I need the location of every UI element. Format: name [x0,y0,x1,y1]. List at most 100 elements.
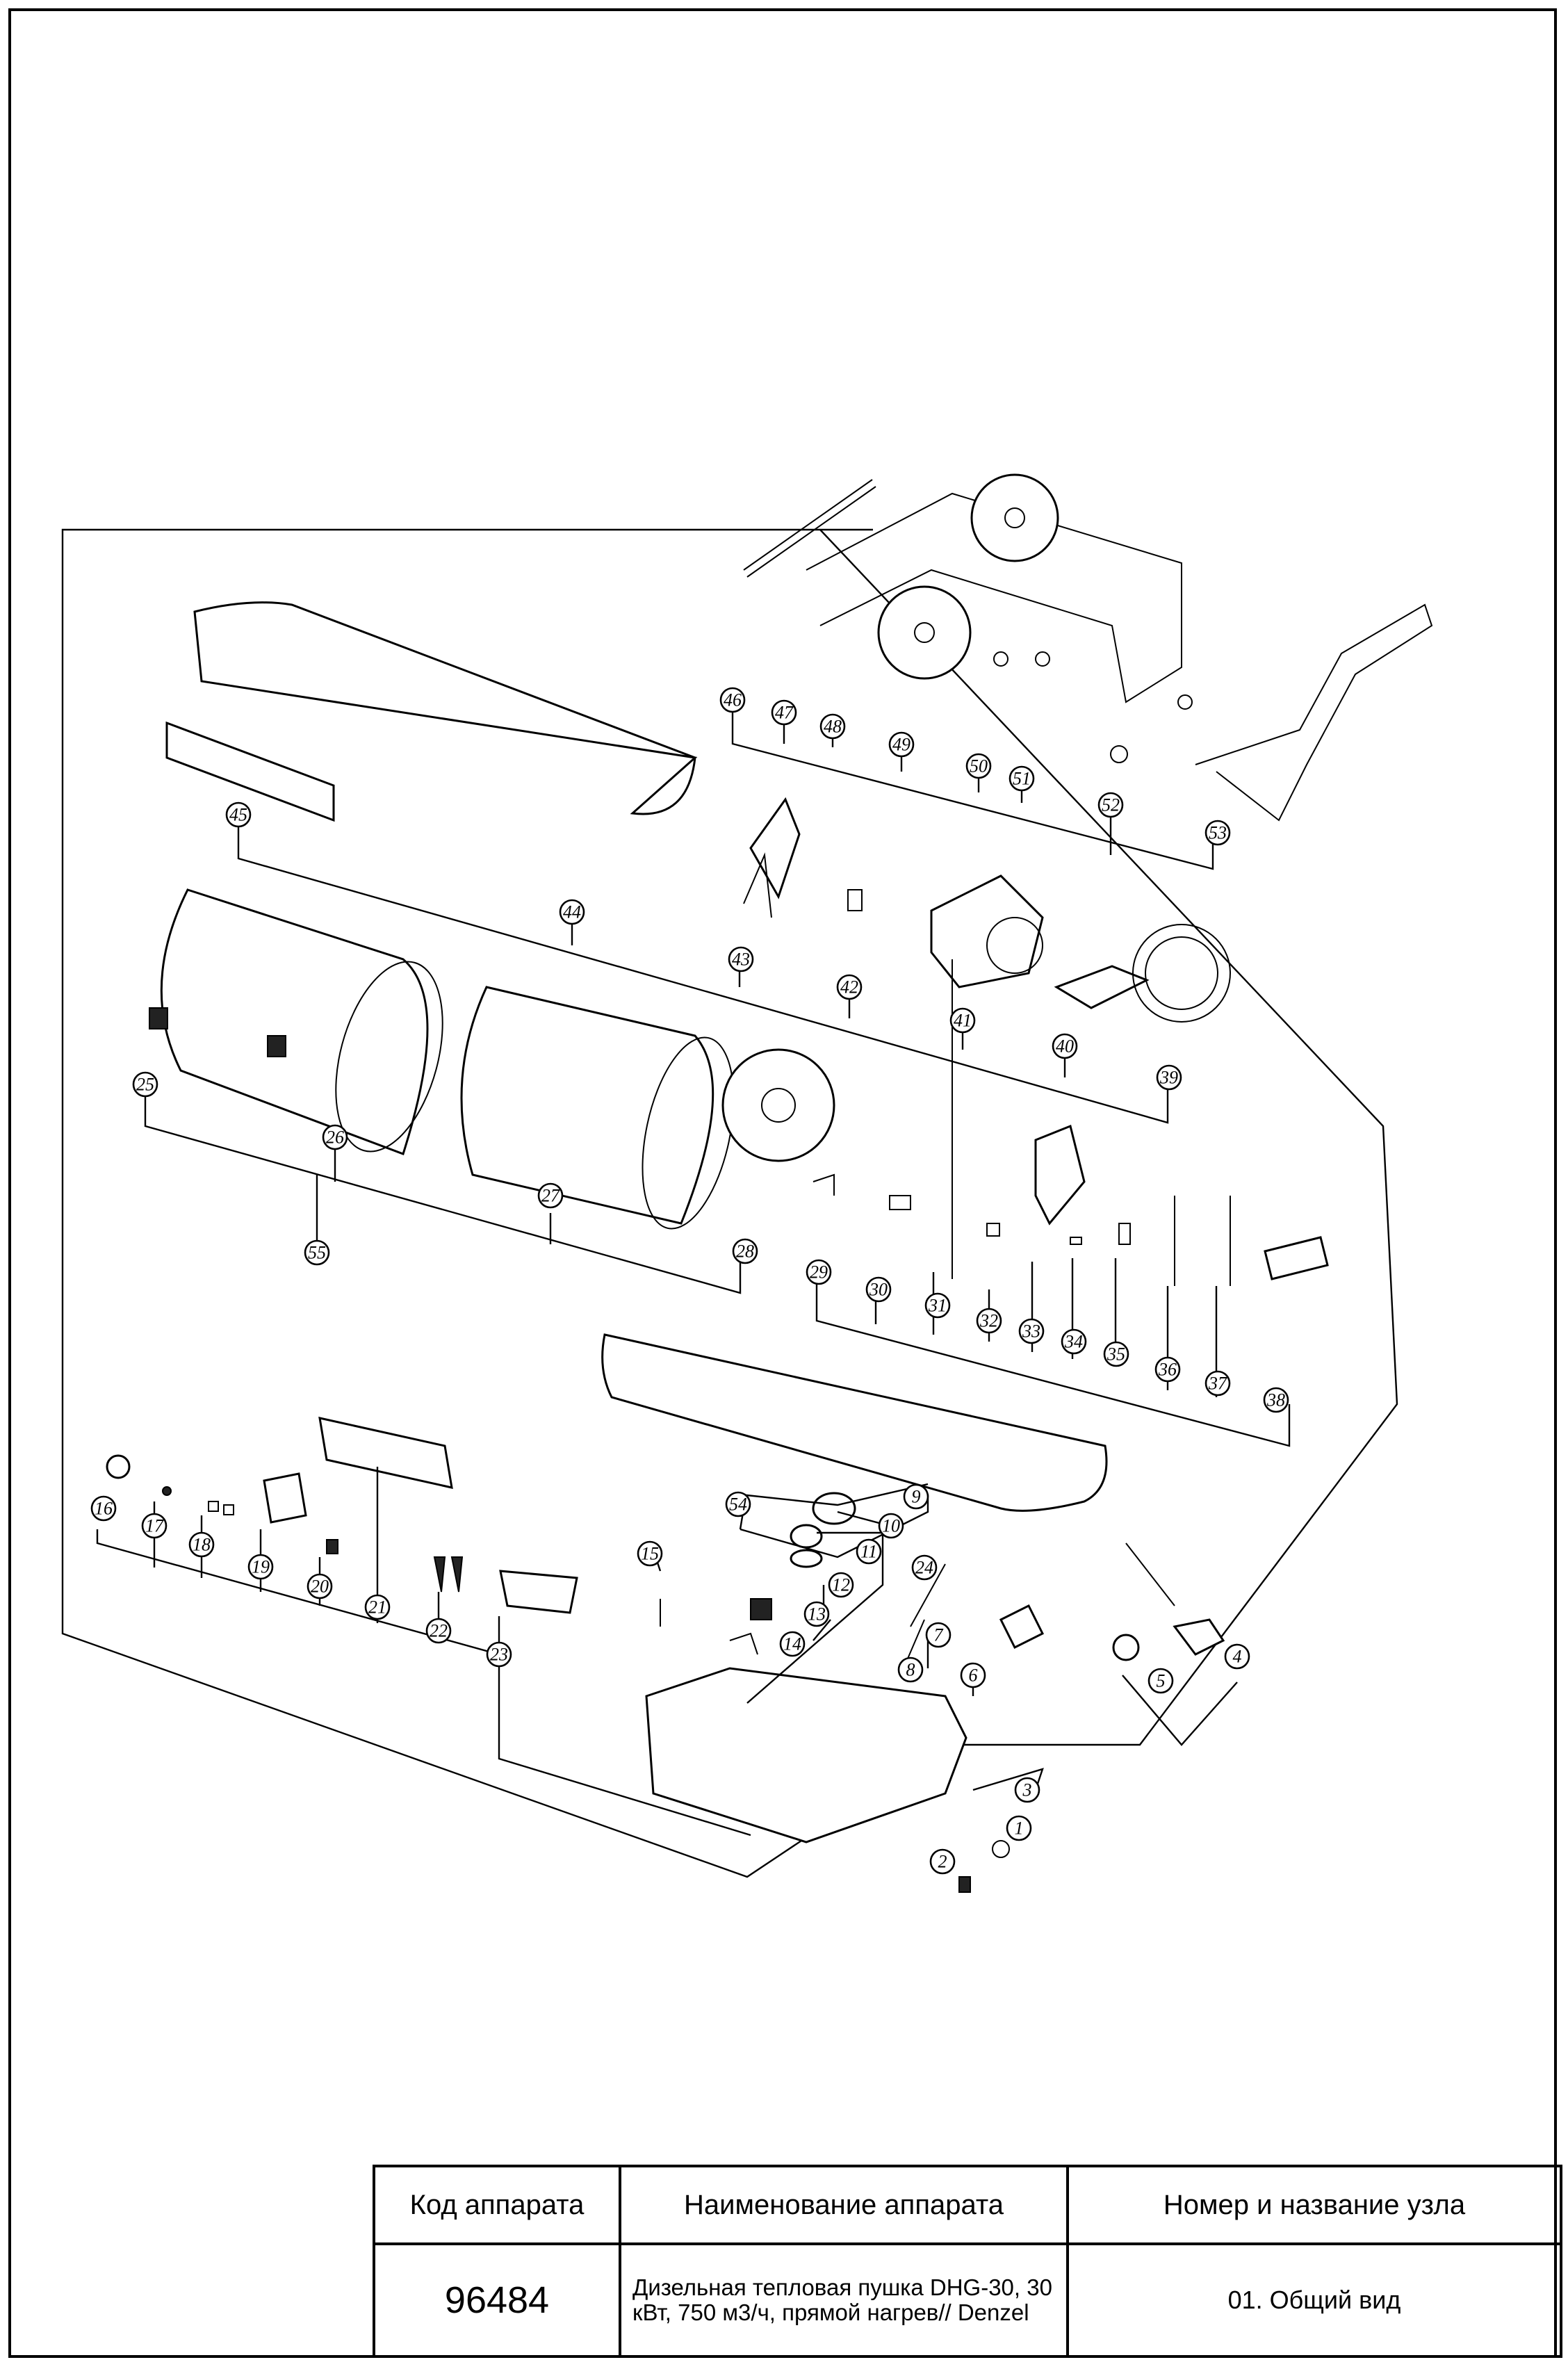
lower-shell [601,1333,1108,1512]
callout-6: 6 [960,1662,986,1688]
device-code: 96484 [373,2242,621,2358]
header-name: Наименование аппарата [619,2165,1069,2245]
callout-29: 29 [806,1259,832,1285]
callout-44: 44 [559,899,585,925]
svg-text:55: 55 [308,1243,326,1263]
callout-33: 33 [1018,1318,1045,1344]
svg-text:33: 33 [1022,1321,1040,1342]
fan-motor-group [743,797,1231,1023]
svg-text:46: 46 [724,690,742,710]
callout-45: 45 [225,801,252,828]
drawing-frame [8,8,1557,2358]
callout-22: 22 [425,1618,452,1644]
svg-text:23: 23 [490,1645,508,1665]
device-name: Дизельная тепловая пушка DHG-30, 30 кВт,… [619,2242,1069,2358]
svg-text:29: 29 [810,1262,828,1283]
callout-35: 35 [1103,1341,1129,1367]
callout-25: 25 [132,1071,158,1098]
svg-text:18: 18 [193,1535,211,1555]
svg-text:54: 54 [729,1495,747,1515]
svg-text:20: 20 [311,1577,329,1597]
callout-46: 46 [719,687,746,713]
callout-5: 5 [1148,1668,1174,1694]
leader-lines [96,702,1291,1837]
callout-18: 18 [188,1531,215,1558]
svg-text:5: 5 [1157,1671,1166,1691]
svg-text:47: 47 [775,703,794,723]
svg-text:22: 22 [430,1621,448,1641]
callout-4: 4 [1224,1643,1250,1670]
svg-text:52: 52 [1102,795,1120,815]
callout-49: 49 [888,731,915,758]
callout-51: 51 [1008,765,1035,792]
svg-text:51: 51 [1013,769,1031,789]
svg-text:36: 36 [1158,1360,1177,1380]
svg-text:16: 16 [95,1499,113,1519]
title-block: Код аппарата Наименование аппарата Номер… [373,2165,1562,2358]
svg-text:3: 3 [1022,1780,1032,1800]
svg-text:44: 44 [563,902,581,922]
handle-wheel-assembly [743,473,1433,822]
header-node: Номер и название узла [1066,2165,1562,2245]
svg-text:30: 30 [869,1280,888,1300]
svg-text:26: 26 [326,1127,344,1148]
callout-19: 19 [247,1554,274,1580]
callout-3: 3 [1014,1777,1040,1803]
svg-text:40: 40 [1056,1036,1074,1057]
svg-text:34: 34 [1064,1332,1083,1352]
callout-47: 47 [771,699,797,726]
callout-26: 26 [322,1124,348,1150]
svg-text:2: 2 [938,1852,947,1872]
callout-36: 36 [1154,1356,1181,1383]
callout-32: 32 [976,1308,1002,1334]
svg-text:27: 27 [541,1186,560,1206]
callout-39: 39 [1156,1064,1182,1091]
svg-text:7: 7 [934,1625,944,1645]
header-code: Код аппарата [373,2165,621,2245]
callout-7: 7 [925,1622,952,1648]
callout-1: 1 [1006,1815,1032,1841]
svg-text:28: 28 [736,1242,754,1262]
svg-text:42: 42 [840,977,858,998]
control-panel-parts [106,1417,578,1614]
callout-15: 15 [637,1540,663,1567]
callout-52: 52 [1097,792,1124,818]
svg-text:14: 14 [783,1634,801,1654]
callout-50: 50 [965,753,992,779]
svg-text:48: 48 [824,717,842,737]
svg-text:53: 53 [1209,823,1227,843]
svg-text:10: 10 [882,1516,900,1536]
svg-text:31: 31 [928,1296,947,1316]
upper-shell [165,601,698,822]
callout-43: 43 [728,946,754,972]
node-name: 01. Общий вид [1066,2242,1562,2358]
callout-12: 12 [828,1572,854,1598]
combustion-chamber [149,888,835,1230]
callout-23: 23 [486,1641,512,1668]
callout-54: 54 [725,1491,751,1517]
svg-text:25: 25 [136,1075,154,1095]
callout-38: 38 [1263,1387,1289,1413]
svg-text:35: 35 [1106,1344,1125,1365]
small-parts-row [812,959,1329,1286]
callout-31: 31 [924,1292,951,1319]
svg-text:6: 6 [969,1666,978,1686]
svg-text:13: 13 [808,1604,826,1625]
callout-24: 24 [911,1554,938,1581]
svg-text:24: 24 [915,1558,933,1578]
callout-11: 11 [856,1538,882,1565]
callout-21: 21 [364,1594,391,1620]
svg-text:38: 38 [1266,1390,1285,1410]
callout-42: 42 [836,974,863,1000]
svg-text:45: 45 [229,805,247,825]
callout-37: 37 [1204,1370,1231,1397]
callout-41: 41 [949,1007,976,1034]
callout-40: 40 [1052,1033,1078,1059]
callout-10: 10 [878,1513,904,1539]
svg-text:17: 17 [145,1516,164,1536]
svg-text:41: 41 [954,1011,972,1031]
callout-13: 13 [803,1601,830,1627]
callout-2: 2 [929,1848,956,1875]
svg-text:19: 19 [252,1557,270,1577]
